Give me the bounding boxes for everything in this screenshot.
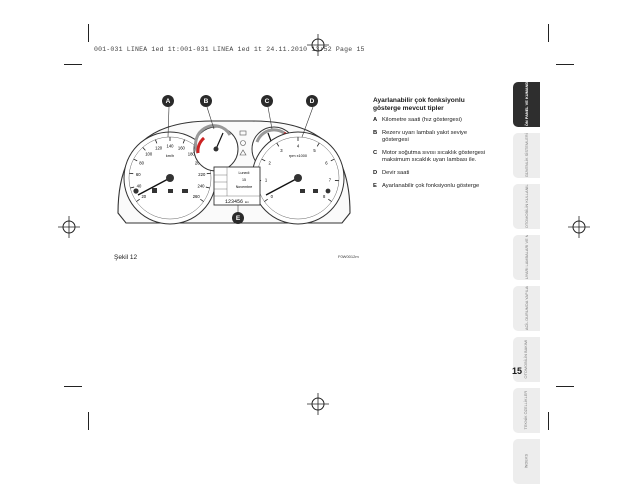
- callout-c: C: [261, 95, 273, 107]
- tab-emergency[interactable]: ACİL DURUMDA YAPILACAKLAR: [513, 286, 540, 331]
- tab-warning-lights[interactable]: UYARI LAMBALARI VE MESAJLAR: [513, 235, 540, 280]
- speedometer-tick-label: 160: [178, 146, 186, 151]
- list-item: E Ayarlanabilir çok fonksiyonlu gösterge: [373, 183, 495, 190]
- list-item: A Kilometre saati (hız göstergesi): [373, 117, 495, 124]
- speedometer-tick-label: 120: [155, 146, 163, 151]
- registration-mark-right: [568, 216, 590, 238]
- crop-mark: [64, 386, 82, 387]
- registration-mark-top: [307, 34, 329, 56]
- speedometer-tick-label: 100: [145, 152, 153, 157]
- display-month: Novembre: [236, 185, 253, 189]
- list-item-letter: A: [373, 117, 382, 124]
- speedometer-tick-label: 240: [198, 183, 206, 188]
- list-item-letter: C: [373, 150, 382, 164]
- speedometer-unit: km/h: [166, 154, 174, 158]
- display-odometer-unit: km: [245, 200, 250, 204]
- registration-mark-bottom: [307, 393, 329, 415]
- speedometer-tick-label: 60: [136, 172, 141, 177]
- speedometer-tick-label: 220: [198, 172, 206, 177]
- multifunction-display: Lunedì 15 Novembre 123456 km: [214, 167, 260, 205]
- tab-technical-specs[interactable]: TEKNİK ÖZELLİKLER: [513, 388, 540, 433]
- crop-mark: [556, 64, 574, 65]
- list-item-letter: B: [373, 130, 382, 144]
- crop-mark: [64, 64, 82, 65]
- speedometer-tick-label: 260: [193, 194, 201, 199]
- section-title: Ayarlanabilir çok fonksiyonlu gösterge m…: [373, 97, 491, 113]
- speedometer-tick-label: 80: [139, 161, 144, 166]
- list-item: B Rezerv uyarı lambalı yakıt seviye göst…: [373, 130, 495, 144]
- tab-on-panel[interactable]: ÖN PANEL VE KUMANDALAR: [513, 82, 540, 127]
- speedometer-tick-label: 20: [141, 194, 146, 199]
- list-item-text: Ayarlanabilir çok fonksiyonlu gösterge: [382, 183, 479, 190]
- list-item-text: Kilometre saati (hız göstergesi): [382, 117, 462, 124]
- crop-mark: [88, 412, 89, 430]
- display-date: 15: [242, 178, 246, 182]
- list-item-text: Motor soğutma sıvısı sıcaklık göstergesi…: [382, 150, 495, 164]
- callout-e: E: [232, 212, 244, 224]
- figure-caption: Şekil 12: [114, 254, 137, 261]
- list-item: C Motor soğutma sıvısı sıcaklık gösterge…: [373, 150, 495, 164]
- list-item-letter: D: [373, 170, 382, 177]
- callout-b: B: [200, 95, 212, 107]
- crop-mark: [548, 24, 549, 42]
- figure-code: F0W0012m: [338, 254, 359, 259]
- tab-vehicle-use[interactable]: OTOMOBİLİN KULLANILMASI: [513, 184, 540, 229]
- display-odometer: 123456: [225, 199, 243, 205]
- callout-d: D: [306, 95, 318, 107]
- display-day: Lunedì: [239, 171, 250, 175]
- crop-mark: [556, 386, 574, 387]
- speedometer-tick-label: 40: [137, 183, 142, 188]
- tab-index[interactable]: İNDEKS: [513, 439, 540, 484]
- page-number: 15: [512, 366, 522, 376]
- chapter-tabs: ÖN PANEL VE KUMANDALAR GÜVENLİK SİSTEMLE…: [513, 82, 540, 490]
- list-item-text: Devir saati: [382, 170, 409, 177]
- callout-a: A: [162, 95, 174, 107]
- speedometer-tick-label: 140: [167, 144, 175, 149]
- list-item-text: Rezerv uyarı lambalı yakıt seviye göster…: [382, 130, 495, 144]
- list-item-letter: E: [373, 183, 382, 190]
- list-item: D Devir saati: [373, 170, 495, 177]
- crop-mark: [88, 24, 89, 42]
- tab-safety[interactable]: GÜVENLİK SİSTEMLERİ: [513, 133, 540, 178]
- registration-mark-left: [58, 216, 80, 238]
- tachometer-unit: rpm x1000: [289, 154, 307, 158]
- crop-mark: [548, 412, 549, 430]
- gauge-type-list: A Kilometre saati (hız göstergesi) B Rez…: [373, 117, 495, 196]
